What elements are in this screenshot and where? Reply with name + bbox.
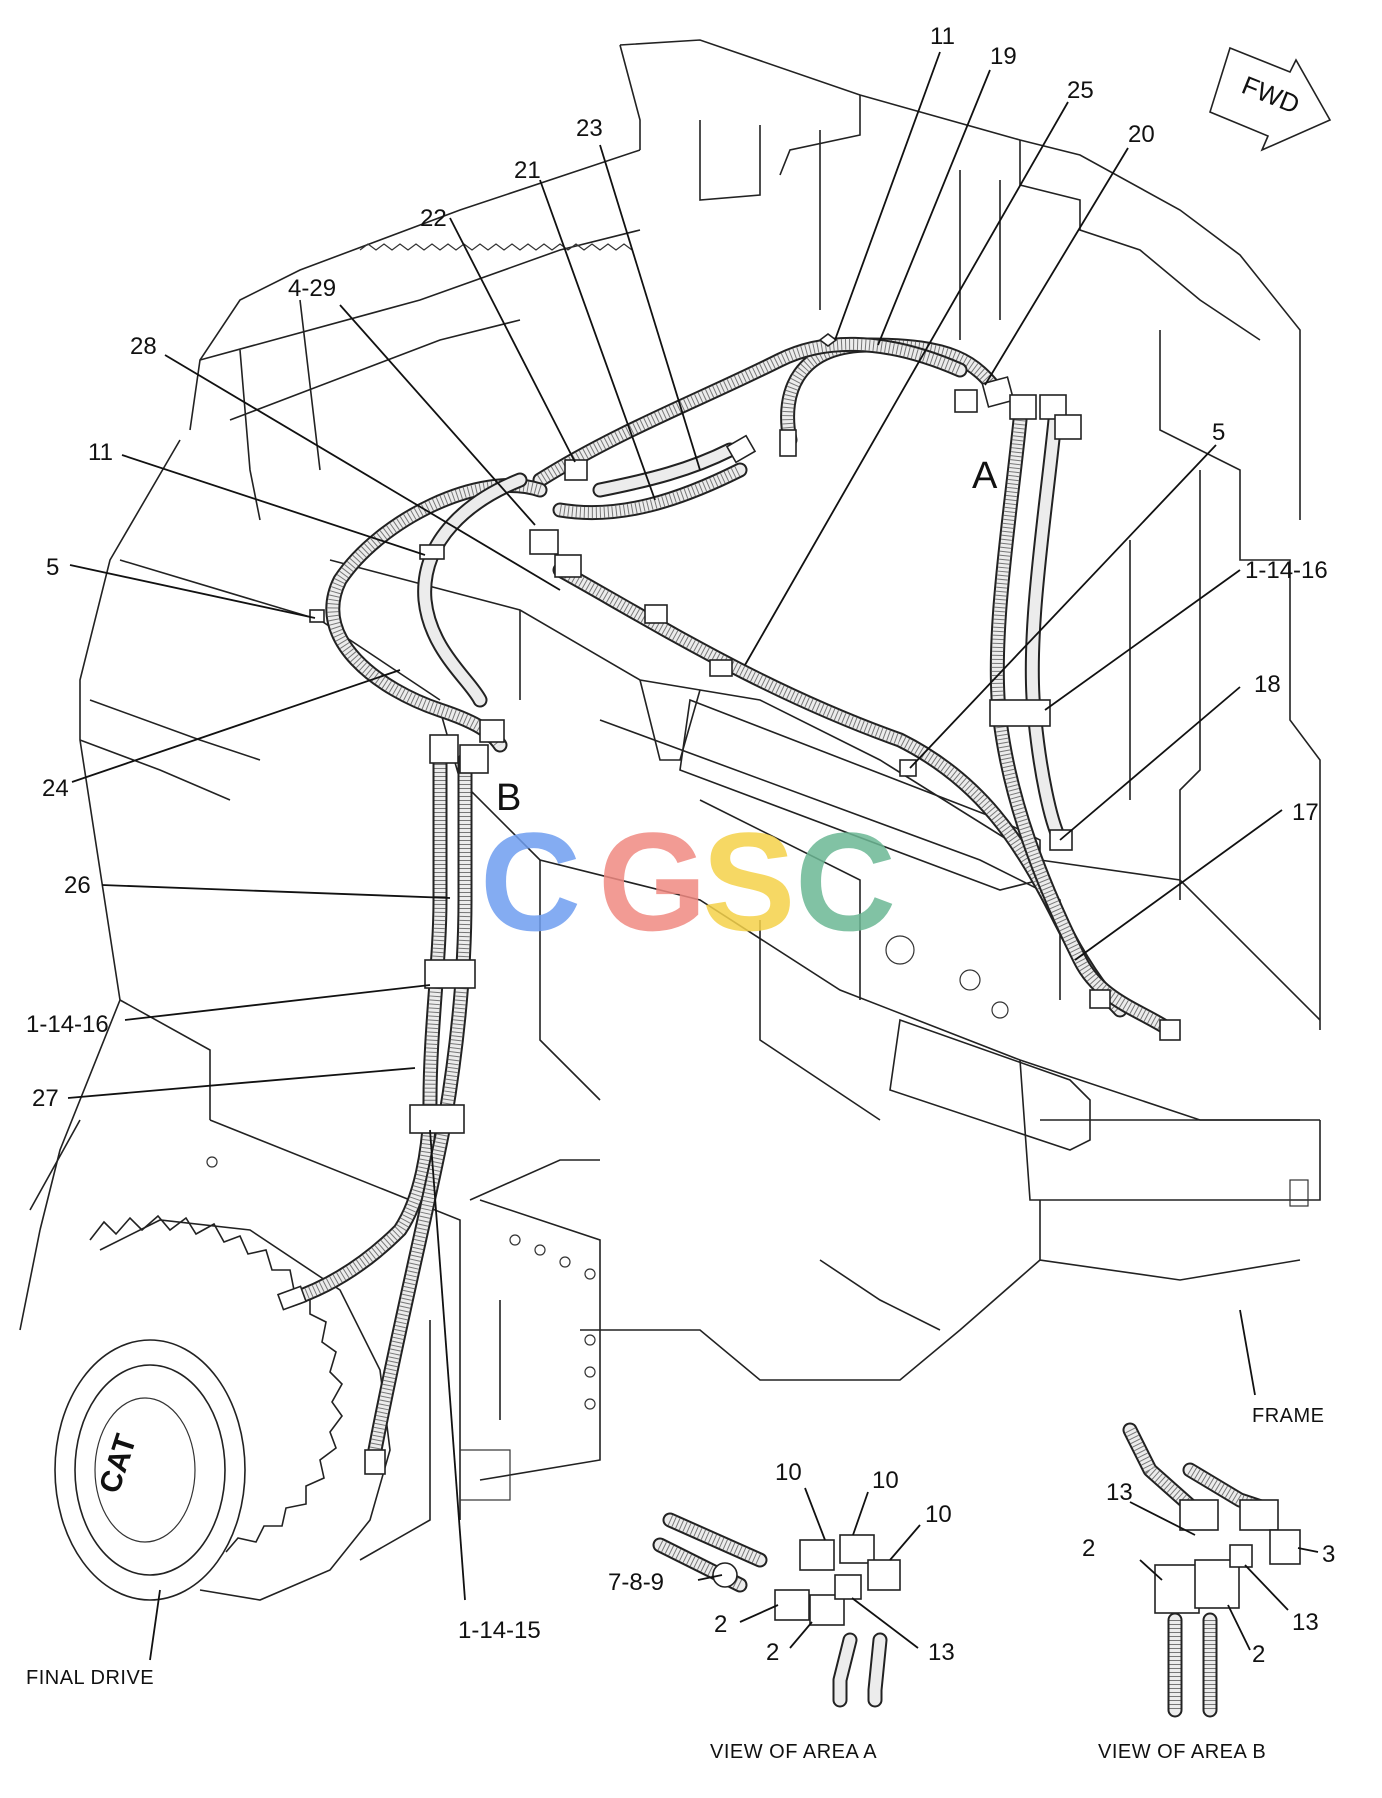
callout-11-top: 11 [930,23,955,50]
machine-frame-linework [39,39,1321,1561]
view-a-callout-10-1: 10 [775,1459,802,1486]
view-b-callout-2-left: 2 [1082,1535,1095,1562]
watermark-letter: S [702,803,795,960]
frame-label: FRAME [1252,1405,1325,1427]
view-a-callout-2-1: 2 [714,1611,727,1638]
view-b-callout-13-top: 13 [1106,1479,1133,1506]
callout-25: 25 [1067,77,1094,104]
callout-22: 22 [420,205,447,232]
area-b-marker: B [496,777,521,819]
fittings [276,333,1181,1475]
callout-21: 21 [514,157,541,184]
watermark-logo: C G S C [480,803,896,960]
view-b-callout-3: 3 [1322,1541,1335,1568]
callout-27: 27 [32,1085,59,1112]
callout-19: 19 [990,43,1017,70]
callout-4-29: 4-29 [288,275,336,302]
callout-18: 18 [1254,671,1281,698]
callout-1-14-16-left: 1-14-16 [26,1011,109,1038]
final-drive-sprocket: CAT [19,1119,391,1661]
final-drive-label: FINAL DRIVE [26,1667,154,1689]
view-a-caption: VIEW OF AREA A [710,1741,877,1763]
callout-5-left: 5 [46,554,59,581]
view-b-callout-2-bottom: 2 [1252,1641,1265,1668]
callout-20: 20 [1128,121,1155,148]
callout-labels: 11 19 25 20 23 21 22 4-29 28 11 5 5 1-14… [26,23,1328,1644]
callout-17: 17 [1292,799,1319,826]
callout-28: 28 [130,333,157,360]
area-a-marker: A [972,455,998,497]
view-a-callout-10-3: 10 [925,1501,952,1528]
callout-24: 24 [42,775,69,802]
view-b-callout-13-right: 13 [1292,1609,1319,1636]
view-a-callout-2-2: 2 [766,1639,779,1666]
callout-23: 23 [576,115,603,142]
forward-label: FWD [1238,70,1304,120]
view-of-area-a: 10 10 10 7-8-9 2 2 13 VIEW OF AREA A [608,1459,955,1763]
callout-1-14-15: 1-14-15 [458,1617,541,1644]
view-a-callout-10-2: 10 [872,1467,899,1494]
view-a-callout-7-8-9: 7-8-9 [608,1569,664,1596]
watermark-letter: C [480,803,581,960]
hub-logo: CAT [93,1430,143,1497]
callout-leaders [67,51,1283,1601]
callout-5-right: 5 [1212,419,1225,446]
view-of-area-b: 13 2 3 13 2 VIEW OF AREA B [1082,1422,1335,1763]
forward-direction-arrow: FWD [1209,46,1332,152]
view-a-callout-13: 13 [928,1639,955,1666]
callout-11-left: 11 [88,439,113,466]
view-b-caption: VIEW OF AREA B [1098,1741,1266,1763]
watermark-letter: G [598,803,707,960]
hose-lines [282,336,1178,1458]
callout-1-14-16-right: 1-14-16 [1245,557,1328,584]
watermark-letter: C [795,803,896,960]
callout-26: 26 [64,872,91,899]
